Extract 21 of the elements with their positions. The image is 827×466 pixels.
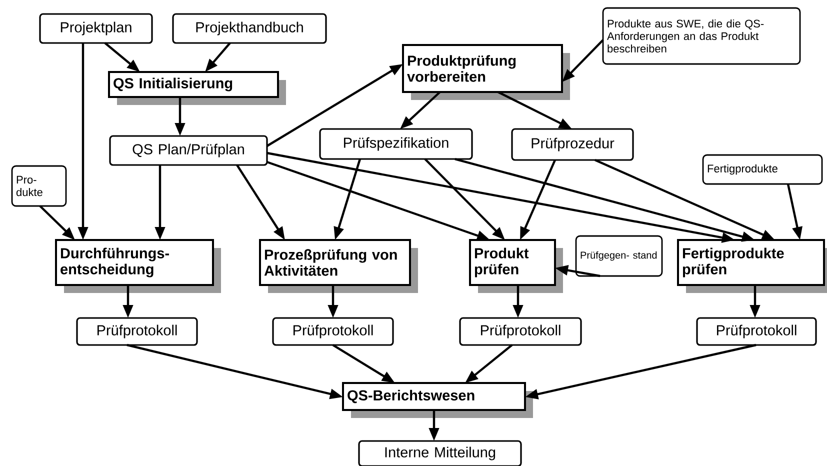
process-box: Produktprüfung vorbereiten (402, 44, 570, 100)
document-box: Prüfspezifikation (319, 128, 473, 160)
note-box: Produkte aus SWE, die die QS-Anforderungen an das Produkt beschreiben (602, 7, 801, 65)
process-box: Produkt prüfen (469, 239, 563, 293)
process-box: Prozeßprüfung von Aktivitäten (259, 239, 418, 293)
document-box: Interne Mitteilung (358, 440, 522, 466)
document-box: Projektplan (39, 13, 153, 44)
document-box: Prüfprozedur (511, 128, 634, 161)
note-box: Prüfgegen- stand (575, 235, 663, 277)
document-box: QS Plan/Prüfplan (109, 135, 268, 166)
process-box: Fertigprodukte prüfen (677, 239, 827, 293)
document-box: Prüfprotokoll (76, 317, 198, 346)
document-box: Projekthandbuch (172, 13, 327, 44)
note-box: Fertigprodukte (702, 154, 823, 185)
document-box: Prüfprotokoll (459, 317, 582, 346)
document-box: Prüfprotokoll (696, 317, 817, 346)
document-box: Prüfprotokoll (272, 317, 394, 346)
process-box: Durchführungs- entscheidung (55, 239, 221, 293)
process-box: QS-Berichtswesen (342, 382, 533, 418)
process-box: QS Initialisierung (108, 71, 286, 105)
note-box: Pro- dukte (11, 165, 67, 207)
